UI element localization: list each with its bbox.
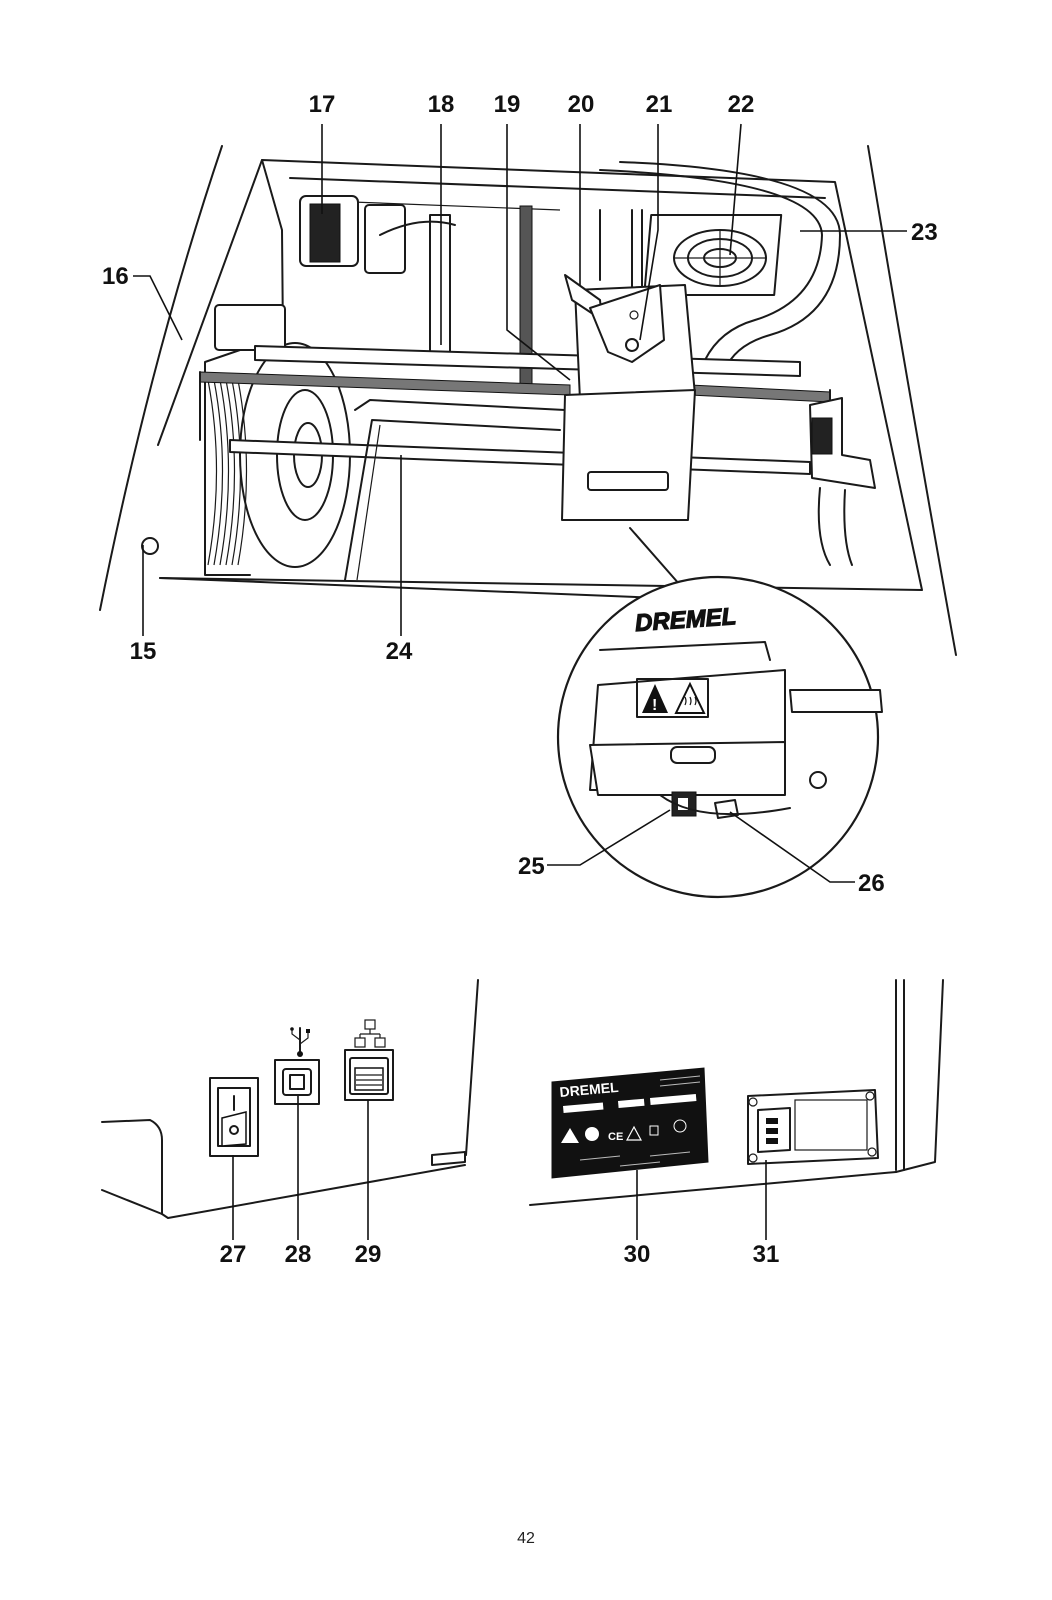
- callout-17: 17: [309, 91, 336, 118]
- rear-ports-view: [101, 979, 479, 1219]
- usb-icon: [290, 1027, 310, 1057]
- callout-28: 28: [285, 1241, 312, 1268]
- callout-22: 22: [728, 91, 755, 118]
- filament-spool: [204, 304, 351, 576]
- hot-surface-icon: [674, 681, 706, 714]
- callout-23: 23: [911, 219, 938, 246]
- callout-20: 20: [568, 91, 595, 118]
- extruder-carriage: [561, 274, 696, 521]
- callout-31: 31: [753, 1241, 780, 1268]
- extruder-closeup: ! DREMEL: [556, 575, 883, 899]
- callout-30: 30: [624, 1241, 651, 1268]
- ethernet-port: [344, 1019, 394, 1101]
- callout-29: 29: [355, 1241, 382, 1268]
- power-knob: [141, 537, 159, 555]
- power-switch: [209, 1077, 259, 1157]
- callout-26: 26: [858, 870, 885, 897]
- rating-label-logo: DREMEL: [559, 1079, 620, 1100]
- callout-21: 21: [646, 91, 673, 118]
- network-icon: [354, 1019, 386, 1048]
- svg-text:CE: CE: [608, 1131, 623, 1143]
- callout-27: 27: [220, 1241, 247, 1268]
- build-plate: [344, 399, 566, 581]
- printer-interior-view: [99, 145, 957, 656]
- warning-triangle-icon: [642, 684, 668, 713]
- callout-numbers: 17 18 19 20 21 22 23 16 15 24 25 26 27 2…: [102, 91, 938, 1268]
- rating-label: DREMEL CE: [551, 1067, 709, 1179]
- filament-guide: [299, 195, 406, 274]
- callout-24: 24: [386, 638, 413, 665]
- svg-text:!: !: [652, 697, 657, 714]
- power-inlet: [747, 1089, 879, 1165]
- page-number: 42: [517, 1530, 535, 1547]
- leader-lines: [133, 123, 907, 1240]
- callout-18: 18: [428, 91, 455, 118]
- callout-25: 25: [518, 853, 545, 880]
- cooling-fan: [643, 214, 783, 296]
- z-axis-rods: [379, 205, 643, 387]
- callout-15: 15: [130, 638, 157, 665]
- ribbon-cable: [599, 161, 841, 371]
- right-bracket: [809, 397, 876, 566]
- rear-label-view: DREMEL CE: [529, 979, 944, 1206]
- callout-19: 19: [494, 91, 521, 118]
- callout-16: 16: [102, 263, 129, 290]
- usb-port: [274, 1027, 320, 1105]
